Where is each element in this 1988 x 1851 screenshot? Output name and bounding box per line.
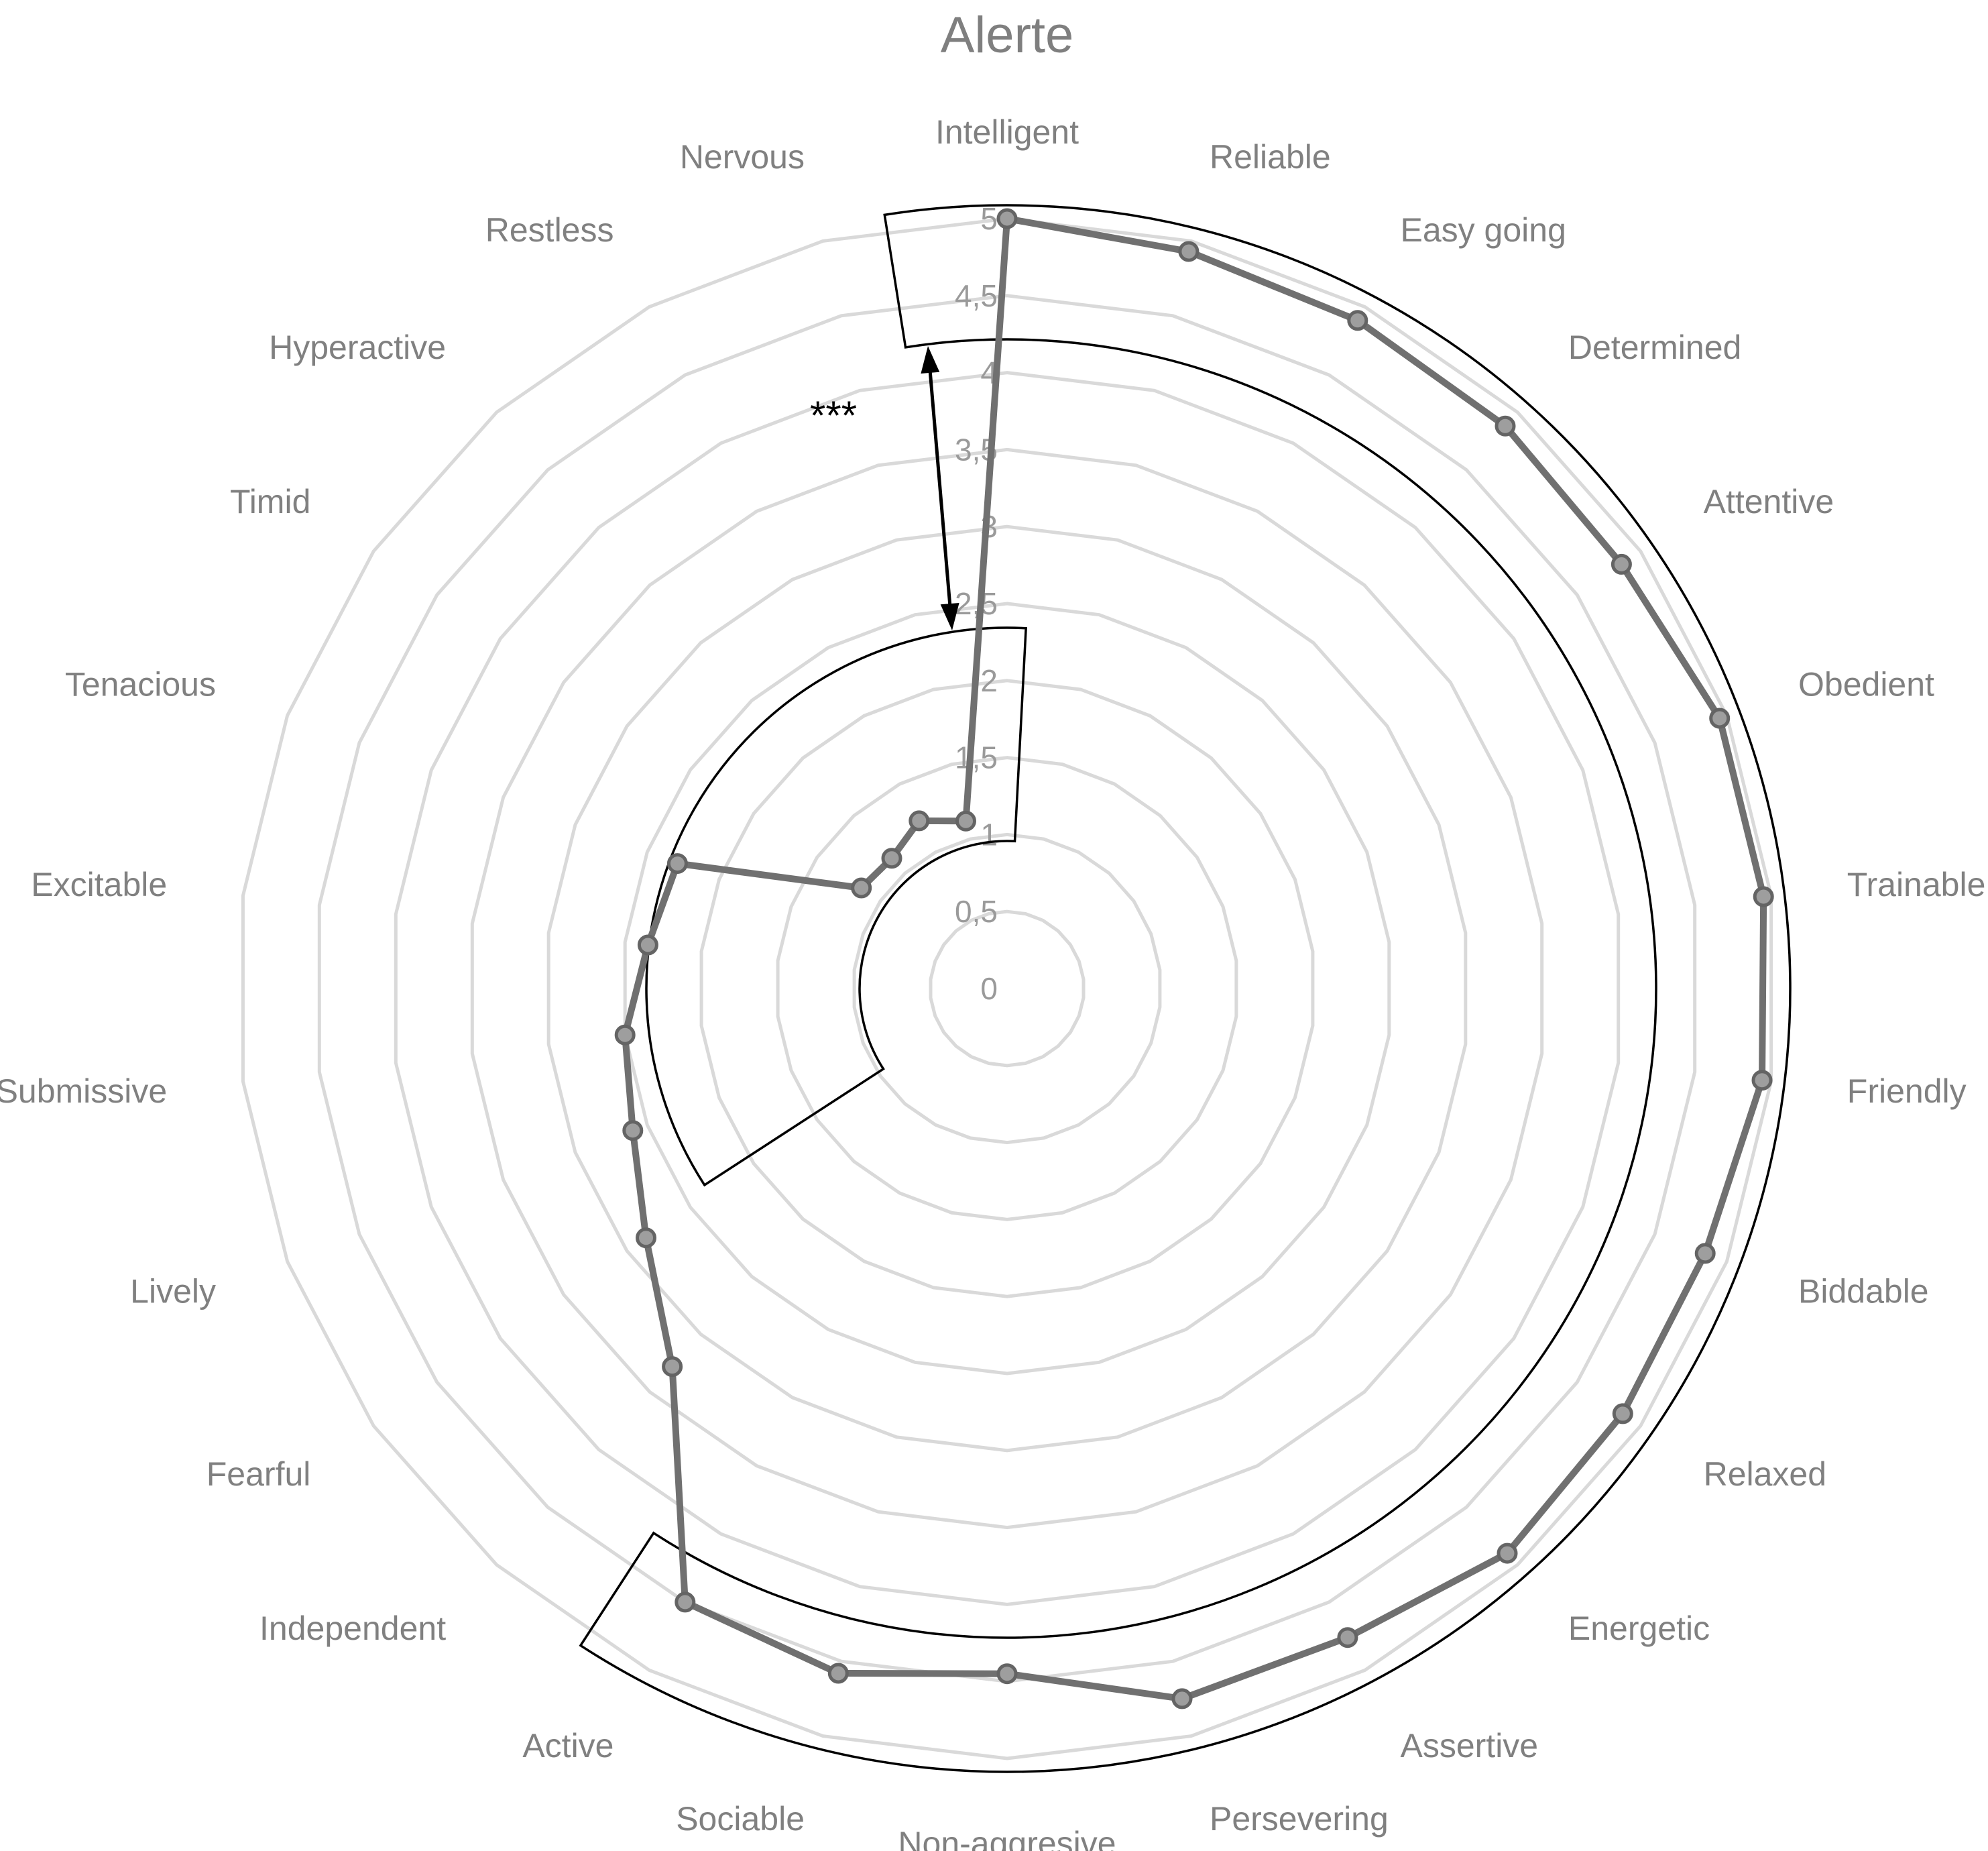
category-label: Non-aggresive [898,1825,1116,1851]
data-point [909,810,930,832]
grid-ring [470,447,1544,1530]
data-point [1171,1688,1193,1709]
category-label: Biddable [1798,1273,1929,1310]
series-line [622,215,1767,1702]
grid-ring [394,371,1621,1606]
grid [241,217,1773,1760]
data-point [1612,1403,1633,1424]
series [614,208,1774,1709]
category-label: Nervous [680,138,805,176]
category-label: Sociable [676,1800,805,1838]
category-label: Intelligent [935,113,1079,151]
data-point [1495,415,1516,437]
category-label: Submissive [0,1072,167,1110]
data-point [675,1591,696,1613]
category-label: Persevering [1210,1800,1389,1838]
category-label: Determined [1568,329,1741,366]
arrow-head-top [921,346,940,374]
data-point [1694,1243,1716,1264]
category-label: Attentive [1704,483,1834,520]
category-label: Relaxed [1704,1455,1826,1493]
category-label: Timid [230,483,310,520]
grid-ring [852,832,1162,1145]
data-point [996,1663,1018,1685]
category-label: Assertive [1401,1727,1539,1764]
grid-ring [317,294,1697,1683]
data-point [1709,708,1731,729]
data-point [666,853,688,875]
data-point [851,877,872,899]
high-trait-group-outline [579,204,1792,1773]
category-label: Tenacious [65,666,216,704]
data-point [636,1227,656,1249]
grid-ring [623,602,1391,1376]
category-label: Easy going [1401,211,1566,249]
radial-tick-label: 0 [980,971,998,1006]
data-point [955,810,976,832]
data-point [827,1663,849,1684]
data-point [662,1356,683,1378]
grid-ring [546,524,1468,1453]
category-label: Fearful [207,1455,311,1493]
category-label: Lively [130,1273,216,1310]
radial-tick-label: 1,5 [955,740,998,775]
significance-label: *** [810,393,857,438]
data-point [622,1120,644,1141]
data-point [881,848,902,869]
low-trait-group-outline [645,626,1027,1187]
arrow-head-bottom [940,603,959,630]
data-point [1751,1070,1773,1091]
data-point [1611,553,1632,575]
category-label: Active [522,1727,613,1764]
significance-arrow [928,367,952,610]
grid-ring [929,909,1086,1068]
data-point [1753,886,1774,907]
radial-tick-label: 5 [980,201,998,236]
data-point [637,934,658,956]
radial-tick-label: 2,5 [955,586,998,621]
grid-ring [241,217,1773,1760]
category-label: Independent [259,1610,446,1647]
data-point [1497,1542,1518,1564]
grid-ring [776,756,1238,1221]
radial-tick-label: 0,5 [955,894,998,929]
data-point [1337,1627,1358,1648]
category-label: Trainable [1847,866,1986,903]
grid-ring [699,679,1315,1298]
group-outlines [579,204,1792,1773]
category-label: Restless [485,211,614,249]
category-label: Obedient [1798,666,1934,704]
category-label: Friendly [1847,1072,1967,1110]
data-point [996,208,1018,229]
significance-annotation: *** [810,346,959,630]
chart-title: Alerte [941,7,1074,64]
radial-tick-label: 4,5 [955,278,998,313]
category-label: Energetic [1568,1610,1710,1647]
data-point [1178,241,1200,262]
radial-tick-label: 2 [980,663,998,698]
data-point [614,1024,636,1046]
category-label: Hyperactive [269,329,446,366]
radial-tick-label: 1 [980,817,998,852]
category-label: Reliable [1210,138,1331,176]
radial-axis-ticks: 00,511,522,533,544,55 [955,201,998,1006]
category-label: Excitable [31,866,167,903]
data-point [1347,310,1368,331]
